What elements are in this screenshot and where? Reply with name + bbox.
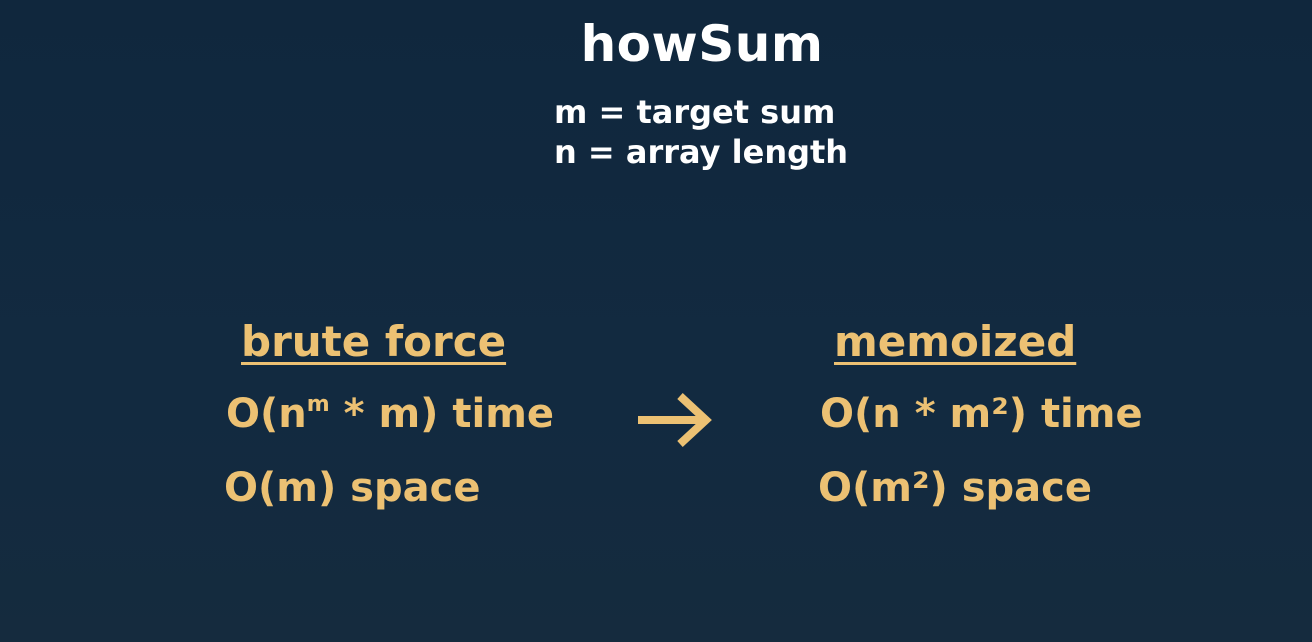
brute-force-heading: brute force <box>241 317 507 366</box>
brute-force-time-exponent: m <box>306 392 330 417</box>
definition-n: n = array length <box>554 133 849 171</box>
brute-force-time-suffix: * m) time <box>329 391 554 437</box>
slide-title: howSum <box>580 15 824 73</box>
arrow-right-icon <box>638 393 712 447</box>
memoized-time-complexity: O(n * m²) time <box>820 391 1143 437</box>
variable-definitions: m = target sum n = array length <box>554 92 848 172</box>
memoized-heading: memoized <box>834 317 1077 366</box>
brute-force-space-complexity: O(m) space <box>224 465 481 511</box>
definition-m: m = target sum <box>554 93 836 131</box>
brute-force-time-complexity: O(nm * m) time <box>226 389 554 439</box>
brute-force-time-prefix: O(n <box>226 391 307 437</box>
memoized-space-complexity: O(m²) space <box>818 465 1092 511</box>
